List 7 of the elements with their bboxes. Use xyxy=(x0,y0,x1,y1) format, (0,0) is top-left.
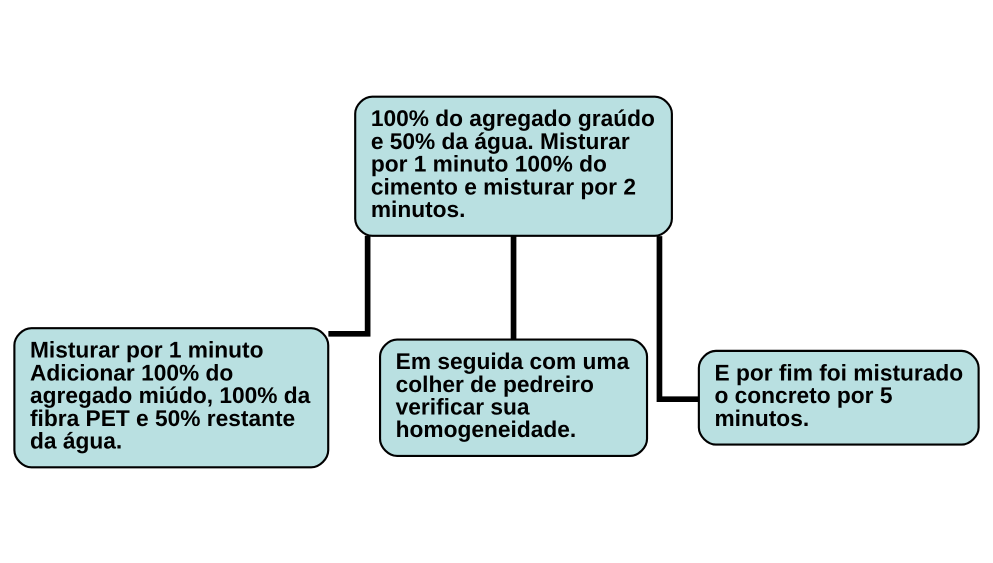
connector xyxy=(510,236,516,339)
node-box: E por fim foi misturado o concreto por 5 minutos. xyxy=(698,349,980,446)
node-box: Misturar por 1 minuto Adicionar 100% do agregado miúdo, 100% da fibra PET e 50% restante da água. xyxy=(13,326,330,468)
node-box: Em seguida com uma colher de pedreiro verificar sua homogeneidade. xyxy=(379,338,648,457)
connector xyxy=(328,235,370,336)
node-box: 100% do agregado graúdo e 50% da água. Misturar por 1 minuto 100% do cimento e misturar por 2 minutos. xyxy=(354,95,673,236)
connector xyxy=(656,236,699,402)
